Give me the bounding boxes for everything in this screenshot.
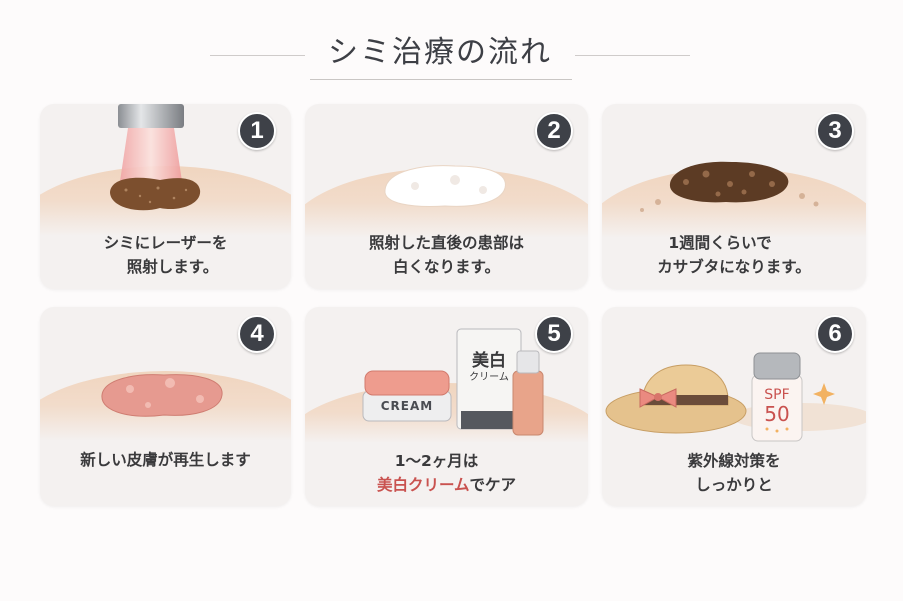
title-underline (310, 79, 572, 80)
caption-line: シミにレーザーを (103, 234, 228, 252)
caption-line: 照射します。 (126, 258, 219, 276)
page-header: シミ治療の流れ (0, 34, 903, 84)
step-card-3: 3 1週間くらいで カサブタになります。 (602, 104, 866, 289)
caption-line: しっかりと (695, 476, 773, 494)
caption-line: 照射した直後の患部は (368, 234, 524, 252)
spf-label: SPF (764, 387, 790, 403)
new-skin-icon (101, 374, 223, 417)
step-number-badge: 2 (535, 112, 573, 150)
step-number-badge: 4 (238, 315, 276, 353)
tube-label: 美白 クリーム (457, 351, 521, 385)
sun-protection-icon (605, 352, 866, 442)
scab-icon (640, 161, 819, 212)
caption-line: カサブタになります。 (657, 258, 811, 276)
step-number-badge: 1 (238, 112, 276, 150)
whitened-area-icon (384, 165, 506, 207)
step-caption: 1週間くらいで カサブタになります。 (602, 231, 866, 279)
spf-value: 50 (764, 402, 790, 426)
step-caption: シミにレーザーを 照射します。 (40, 231, 291, 279)
step-caption: 新しい皮膚が再生します (40, 448, 291, 472)
page-title: シミ治療の流れ (328, 35, 552, 70)
step-card-4: 4 新しい皮膚が再生します (40, 307, 291, 506)
caption-line: 美白クリームでケア (305, 473, 588, 497)
tube-label-line2: クリーム (469, 372, 509, 383)
step-number-badge: 3 (816, 112, 854, 150)
tube-label-line1: 美白 (472, 351, 506, 371)
caption-accent: 美白クリーム (376, 476, 470, 494)
step-caption: 紫外線対策を しっかりと (602, 449, 866, 497)
step-number-badge: 5 (535, 315, 573, 353)
caption-line: 1～2ヶ月は (394, 452, 479, 470)
laser-device-icon (110, 104, 201, 211)
jar-label: CREAM (380, 399, 434, 413)
step-card-1: 1 シミにレーザーを 照射します。 (40, 104, 291, 289)
step-card-6: SPF 50 6 紫外線対策を しっかりと (602, 307, 866, 506)
step-caption: 1～2ヶ月は 美白クリームでケア (305, 449, 588, 497)
step-number-badge: 6 (816, 315, 854, 353)
sunscreen-label: SPF 50 (752, 387, 802, 425)
header-divider-left (210, 55, 305, 56)
step-card-2: 2 照射した直後の患部は 白くなります。 (305, 104, 588, 289)
step-card-5: CREAM 美白 クリーム 5 1～2ヶ月は 美白クリームでケア (305, 307, 588, 506)
caption-line: 白くなります。 (393, 258, 500, 276)
caption-rest: でケア (469, 476, 517, 494)
caption-line: 紫外線対策を (687, 452, 781, 470)
header-divider-right (575, 55, 690, 56)
step-caption: 照射した直後の患部は 白くなります。 (305, 231, 588, 279)
caption-line: 新しい皮膚が再生します (80, 451, 251, 469)
caption-line: 1週間くらいで (668, 234, 772, 252)
cream-products-icon (362, 328, 544, 436)
